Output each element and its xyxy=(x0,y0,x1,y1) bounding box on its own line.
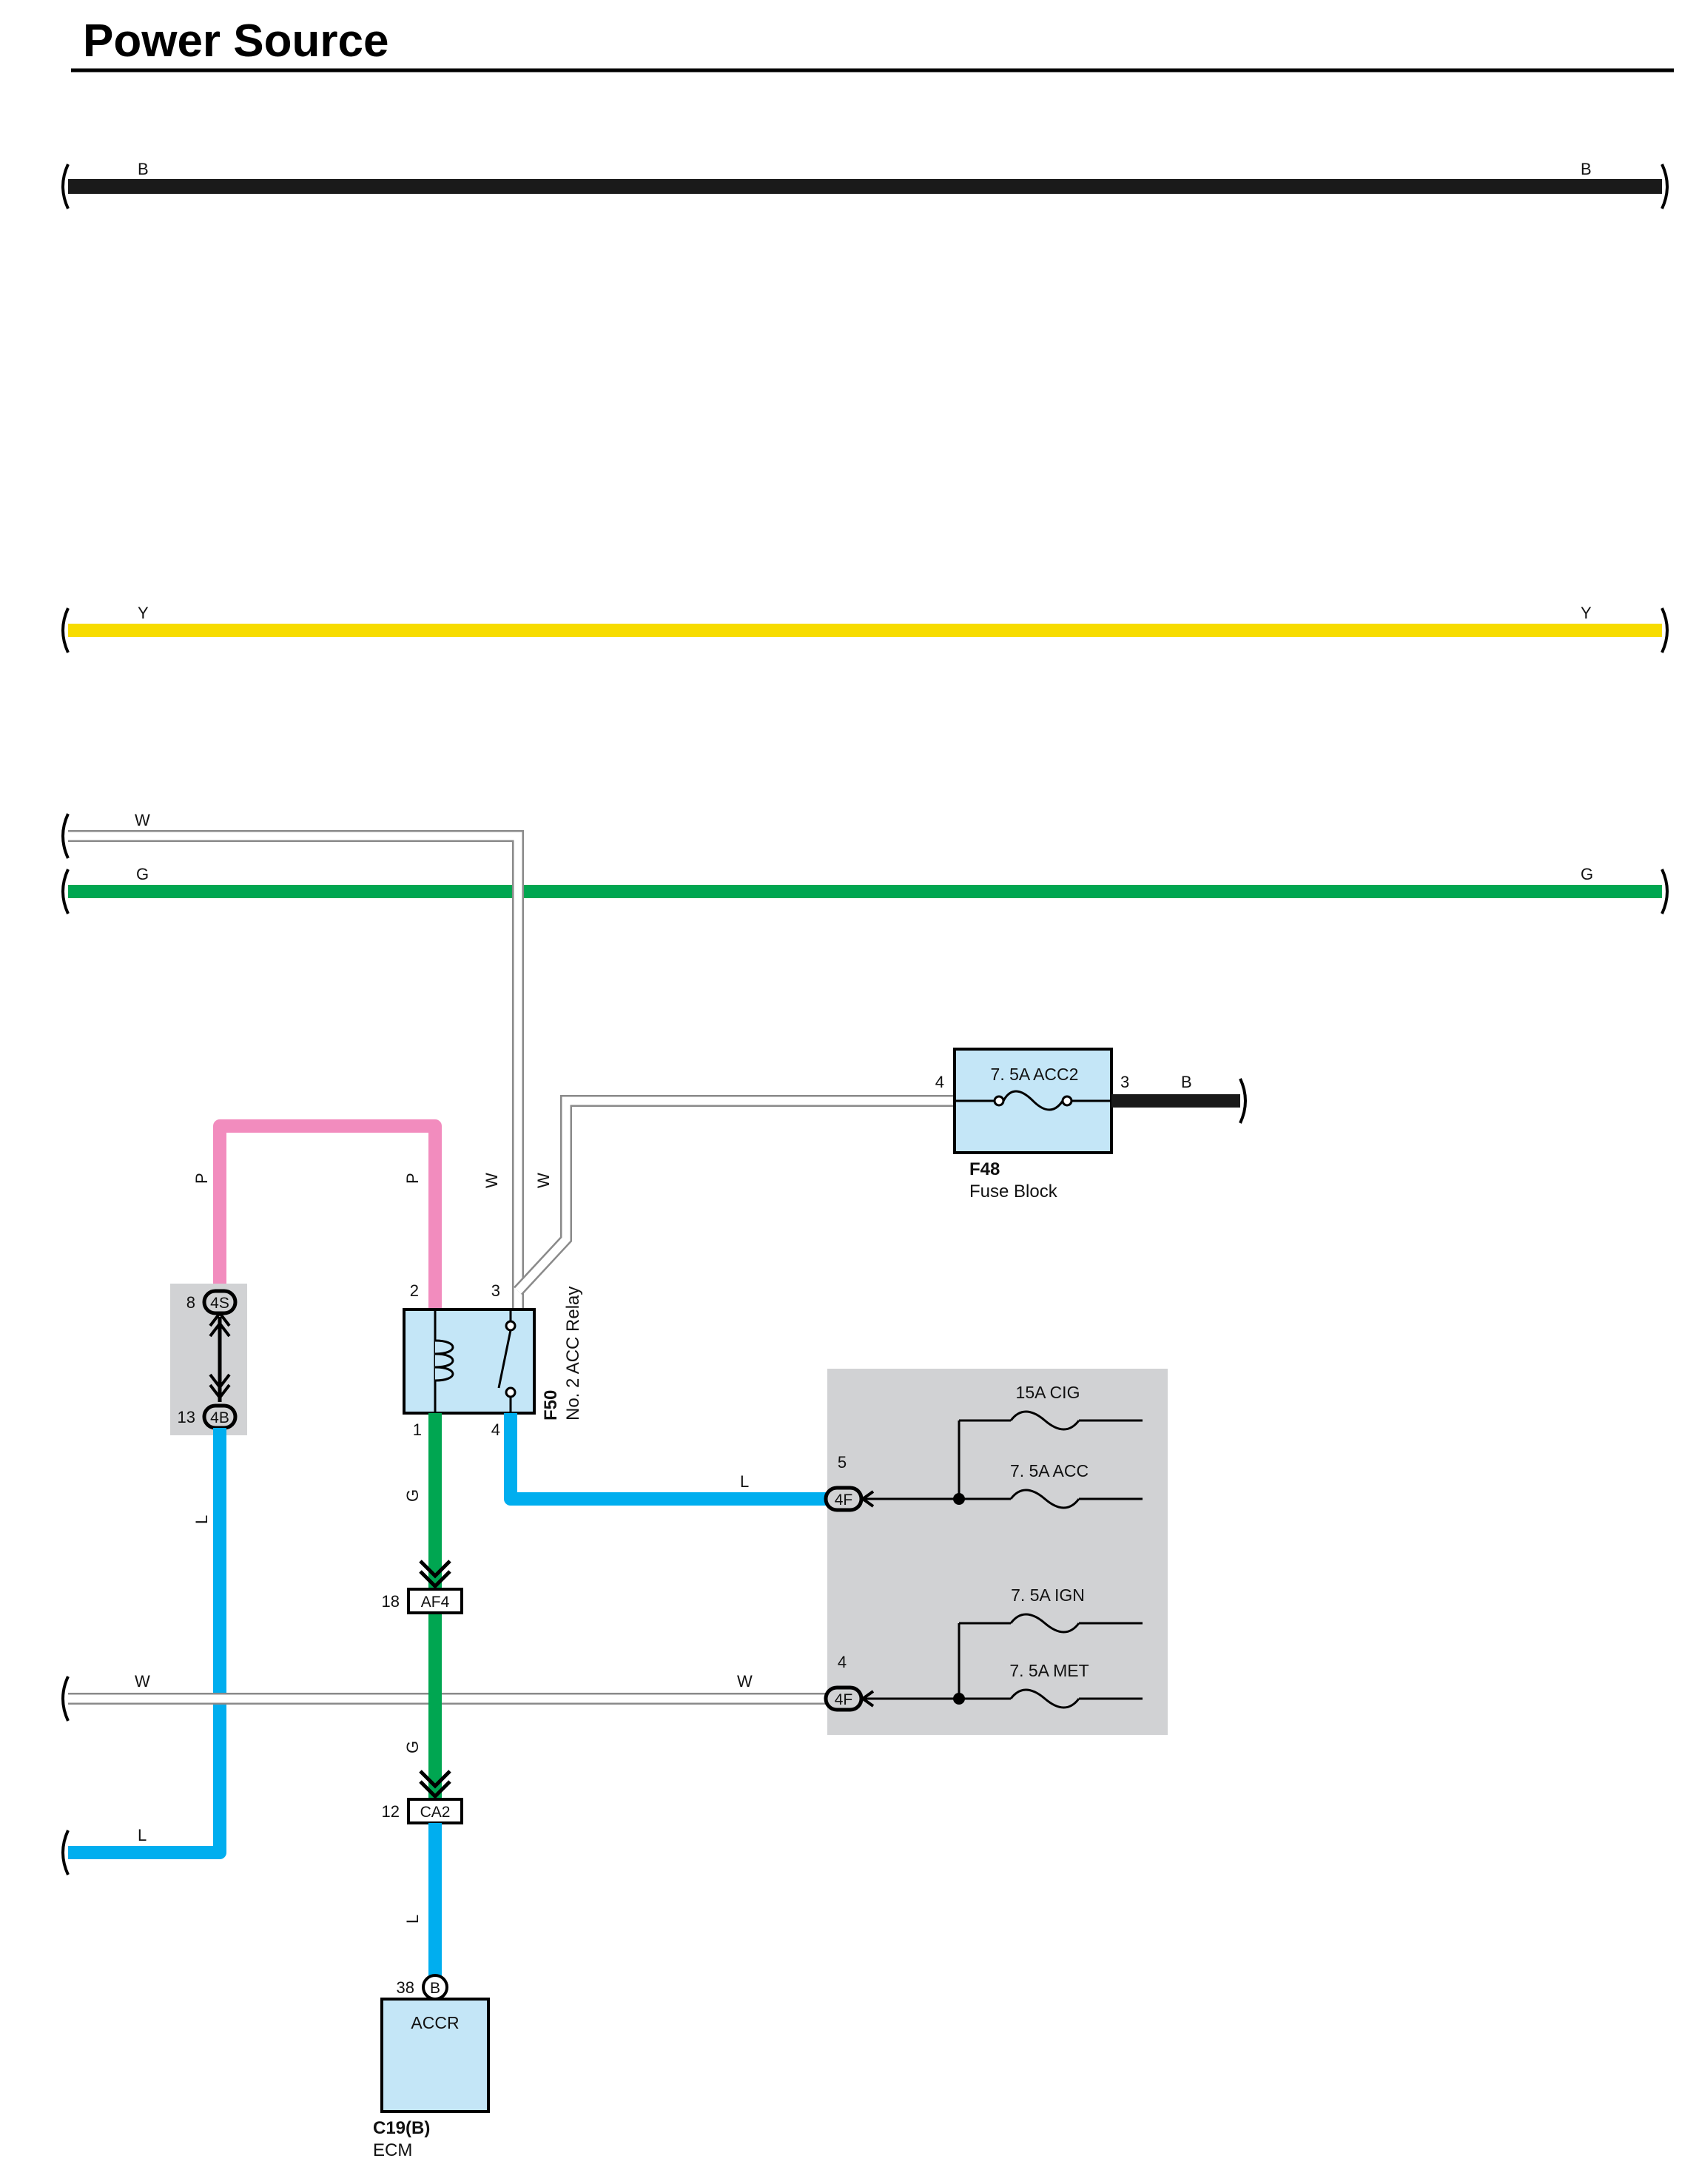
wire-w-top xyxy=(68,832,522,1310)
ecm-id: C19(B) xyxy=(373,2118,430,2138)
wire-label-l-relay: L xyxy=(740,1472,749,1491)
fuse-acc-label: 7. 5A ACC xyxy=(1010,1461,1089,1480)
relay-id: F50 xyxy=(541,1390,561,1420)
fuse-cig-label: 15A CIG xyxy=(1016,1383,1080,1402)
connector-4f-lower-label: 4F xyxy=(835,1691,853,1708)
relay-contact-icon xyxy=(505,1320,517,1332)
fuse-icon xyxy=(1009,1613,1080,1634)
wire-label-g-left: G xyxy=(136,865,149,883)
wire-label-y-left: Y xyxy=(138,604,149,622)
connector-4s-pin: 8 xyxy=(186,1293,195,1312)
fuse-met-label: 7. 5A MET xyxy=(1009,1661,1089,1680)
splice-point-icon xyxy=(953,1693,965,1705)
fuse-acc2-label: 7. 5A ACC2 xyxy=(991,1065,1079,1084)
connector-4f-upper xyxy=(824,1486,864,1512)
wire-break-left-icon xyxy=(61,1830,70,1875)
wire-l-relay xyxy=(504,1413,836,1506)
wire-label-p-right: P xyxy=(403,1173,422,1184)
fuse-pin-in: 4 xyxy=(935,1073,944,1091)
wire-break-left-icon xyxy=(61,813,70,859)
wire-break-right-icon xyxy=(1661,869,1669,914)
page-title: Power Source xyxy=(83,16,388,67)
ecm-terminal: ACCR xyxy=(411,2013,459,2032)
junction-block-right xyxy=(827,1369,1168,1735)
connector-arrow-icon xyxy=(419,1560,451,1589)
wire-w-fuse-outline xyxy=(514,1095,955,1295)
fuse-icon xyxy=(1009,1688,1080,1709)
relay-pin-4: 4 xyxy=(491,1420,500,1439)
wire-p-loop xyxy=(213,1119,442,1310)
wire-w-top-outline xyxy=(68,830,524,1310)
wire-label-w-vert2: W xyxy=(534,1173,553,1188)
ecm-connector-label: B xyxy=(430,1980,440,1997)
wire-label-g-mid: G xyxy=(403,1741,422,1753)
relay-switch-icon xyxy=(497,1329,512,1389)
ecm-name: ECM xyxy=(373,2140,412,2160)
fuse-icon xyxy=(1009,1410,1080,1431)
connector-4f-lower xyxy=(824,1685,864,1712)
relay-name: No. 2 ACC Relay xyxy=(563,1287,583,1420)
wire-break-left-icon xyxy=(61,1676,70,1722)
wire-label-y-right: Y xyxy=(1581,604,1592,622)
fuse-terminal-icon xyxy=(993,1095,1005,1107)
ecm-pin: 38 xyxy=(397,1978,414,1997)
wire-label-w-bottom-left: W xyxy=(135,1672,150,1691)
connector-4b-pin: 13 xyxy=(178,1408,195,1426)
relay-contact-icon xyxy=(505,1386,517,1398)
connector-ca2 xyxy=(407,1798,463,1824)
ecm-c19 xyxy=(380,1998,490,2113)
arrow-down-icon xyxy=(209,1373,231,1401)
connector-af4-pin: 18 xyxy=(382,1592,400,1611)
wire-label-l-bottom: L xyxy=(138,1826,147,1844)
connector-4f-upper-pin: 5 xyxy=(838,1453,847,1472)
fuse-terminal-icon xyxy=(1061,1095,1073,1107)
connector-ca2-label: CA2 xyxy=(420,1804,451,1821)
fuse-block-id: F48 xyxy=(969,1159,1000,1179)
wire-label-l-ecm: L xyxy=(403,1915,422,1924)
wire-label-w-vert1: W xyxy=(482,1173,501,1188)
connector-af4 xyxy=(407,1588,463,1614)
connector-4f-lower-pin: 4 xyxy=(838,1653,847,1671)
relay-pin-1: 1 xyxy=(413,1420,422,1439)
wire-break-left-icon xyxy=(61,164,70,209)
wire-break-right-icon xyxy=(1661,164,1669,209)
ecm-connector xyxy=(422,1974,448,2001)
wire-label-w-bottom-right: W xyxy=(737,1672,753,1691)
wire-break-left-icon xyxy=(61,607,70,653)
connector-arrow-icon xyxy=(419,1770,451,1799)
wire-l-left xyxy=(68,1428,226,1859)
fuse-pin-out: 3 xyxy=(1120,1073,1129,1091)
wire-label-w-top: W xyxy=(135,811,150,829)
wire-label-p-left: P xyxy=(192,1173,211,1184)
connector-ca2-pin: 12 xyxy=(382,1802,400,1821)
wire-label-l-left: L xyxy=(192,1515,211,1524)
relay-coil-icon xyxy=(434,1339,454,1382)
connector-4f-upper-label: 4F xyxy=(835,1492,853,1509)
wire-break-left-icon xyxy=(61,869,70,914)
fuse-ign-label: 7. 5A IGN xyxy=(1011,1585,1085,1605)
wire-label-g-right: G xyxy=(1581,865,1593,883)
splice-point-icon xyxy=(953,1493,965,1505)
fuse-block-name: Fuse Block xyxy=(969,1182,1058,1201)
connector-4b-label: 4B xyxy=(210,1409,229,1426)
fuse-icon xyxy=(1009,1489,1080,1509)
connector-4s xyxy=(202,1289,238,1315)
wire-w-fuse xyxy=(514,1096,955,1294)
relay-pin-2: 2 xyxy=(410,1281,419,1300)
wire-label-b-right: B xyxy=(1581,160,1592,178)
wire-label-b-fuse: B xyxy=(1181,1073,1192,1091)
wire-label-b-left: B xyxy=(138,160,149,178)
fuse-icon xyxy=(1002,1090,1064,1111)
connector-4s-label: 4S xyxy=(210,1295,229,1312)
wire-label-g-relay: G xyxy=(403,1489,422,1502)
relay-pin-3: 3 xyxy=(491,1281,500,1300)
wire-break-right-icon xyxy=(1661,607,1669,653)
connector-af4-label: AF4 xyxy=(421,1594,450,1611)
wire-break-right-icon xyxy=(1239,1078,1247,1124)
